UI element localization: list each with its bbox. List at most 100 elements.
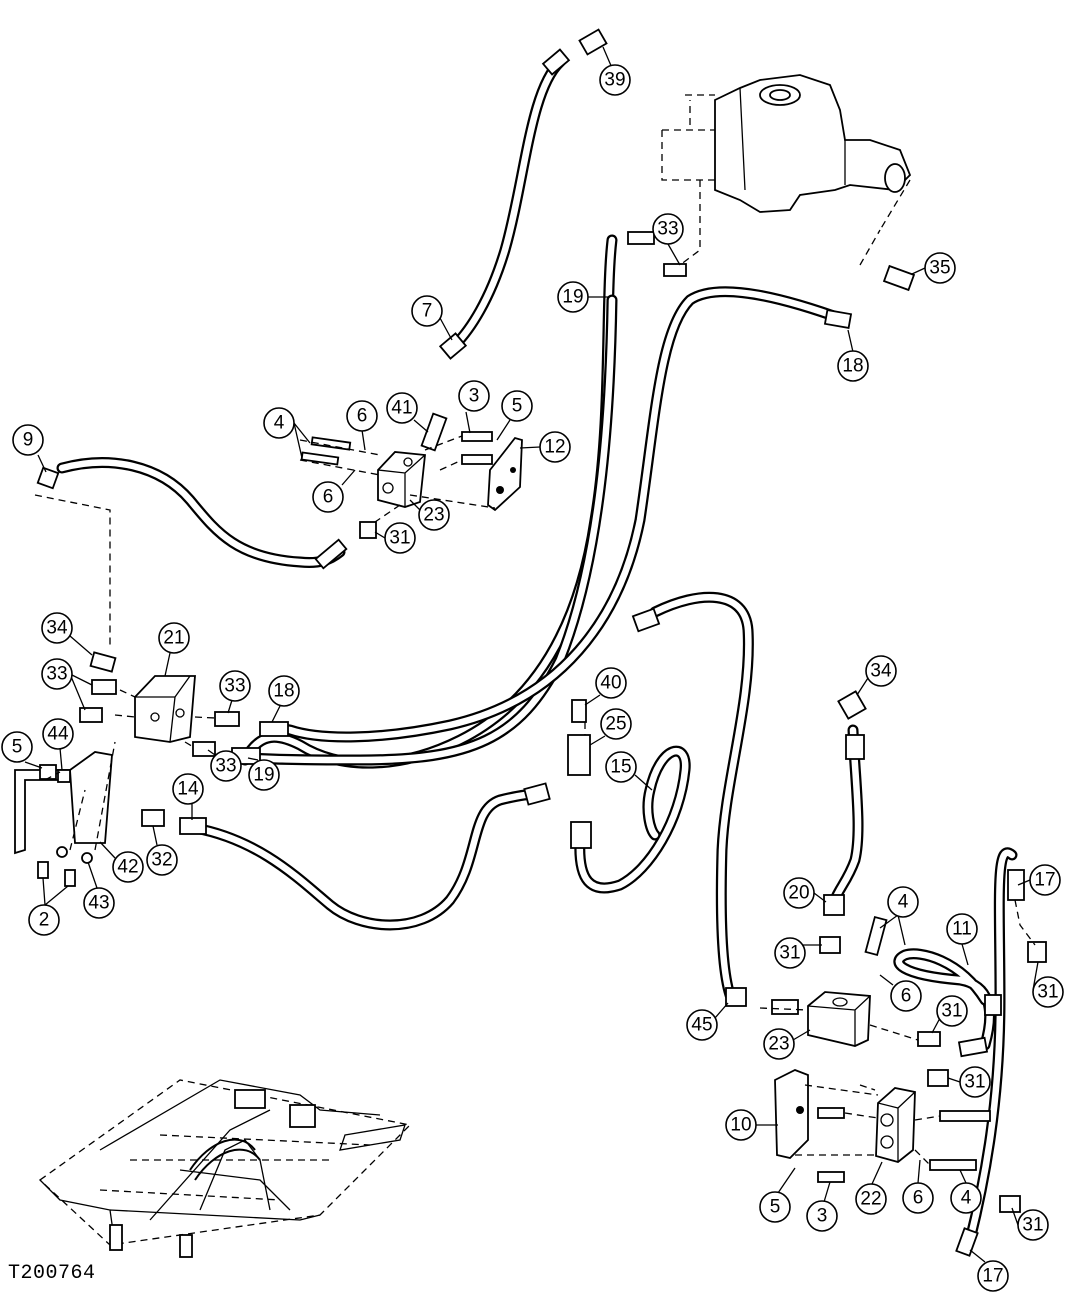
svg-text:42: 42 [117,857,138,878]
svg-text:15: 15 [610,757,631,778]
svg-text:32: 32 [151,850,172,871]
callout-15[interactable]: 15 [605,751,653,791]
callout-33d[interactable]: 33 [207,749,242,782]
callout-43[interactable]: 43 [83,861,115,919]
svg-text:34: 34 [870,661,892,682]
svg-text:11: 11 [952,919,972,940]
callout-33c[interactable]: 33 [219,670,251,714]
callout-6c[interactable]: 6 [879,974,922,1012]
callout-34b[interactable]: 34 [856,655,897,696]
svg-text:5: 5 [12,737,23,758]
callout-31d[interactable]: 31 [931,995,968,1034]
manifold-block-21 [134,675,196,743]
svg-text:35: 35 [929,258,950,279]
callout-17[interactable]: 17 [1017,864,1061,896]
callout-14[interactable]: 14 [172,773,204,820]
svg-text:31: 31 [941,1001,962,1022]
bracket-10 [774,1069,809,1159]
callout-35[interactable]: 35 [911,252,956,284]
hose-14 [189,788,544,931]
svg-text:21: 21 [163,628,184,649]
callout-5[interactable]: 5 [496,390,533,441]
svg-text:41: 41 [391,398,412,419]
svg-text:6: 6 [323,487,334,508]
callout-4b[interactable]: 4 [879,886,919,946]
svg-text:23: 23 [423,505,444,526]
svg-text:6: 6 [357,406,368,427]
callout-42[interactable]: 42 [99,841,144,883]
svg-text:44: 44 [47,724,69,745]
svg-text:23: 23 [768,1034,789,1055]
callout-31e[interactable]: 31 [947,1066,991,1098]
callout-7[interactable]: 7 [411,295,453,341]
svg-text:43: 43 [88,893,109,914]
control-valve [661,74,912,266]
svg-text:45: 45 [691,1015,712,1036]
svg-text:19: 19 [562,287,583,308]
svg-text:31: 31 [964,1072,985,1093]
callout-39[interactable]: 39 [599,46,631,96]
bracket-12 [487,436,523,512]
callout-5c[interactable]: 5 [759,1167,796,1223]
callout-6d[interactable]: 6 [902,1159,934,1214]
callout-33b[interactable]: 33 [41,658,93,711]
svg-text:18: 18 [842,356,863,377]
svg-text:12: 12 [544,437,565,458]
callout-10[interactable]: 10 [725,1109,778,1141]
callout-18[interactable]: 18 [837,329,869,382]
svg-text:33: 33 [46,664,67,685]
callout-20[interactable]: 20 [783,877,827,909]
callout-40[interactable]: 40 [584,667,627,706]
callout-21[interactable]: 21 [158,622,190,677]
callout-31b[interactable]: 31 [774,937,822,969]
callout-18b[interactable]: 18 [268,675,300,723]
callout-45[interactable]: 45 [686,1002,729,1041]
callout-25[interactable]: 25 [589,708,632,746]
valve-block-22 [875,1087,916,1163]
figure-id-label: T200764 [8,1262,96,1285]
callout-4c[interactable]: 4 [950,1169,982,1214]
callout-19[interactable]: 19 [557,281,610,313]
callout-32[interactable]: 32 [146,825,178,876]
svg-text:2: 2 [39,910,50,931]
callout-23b[interactable]: 23 [763,1028,811,1060]
callout-3[interactable]: 3 [458,380,490,434]
callout-22[interactable]: 22 [855,1161,887,1215]
callout-23[interactable]: 23 [409,499,450,531]
svg-text:25: 25 [605,714,626,735]
callout-3b[interactable]: 3 [806,1181,838,1232]
svg-text:31: 31 [1037,982,1058,1003]
callout-6b[interactable]: 6 [312,469,356,513]
callout-2[interactable]: 2 [28,877,69,936]
callout-31c[interactable]: 31 [1032,961,1064,1008]
svg-text:3: 3 [469,386,480,407]
callout-31f[interactable]: 31 [1011,1207,1049,1241]
fittings [36,28,1047,1257]
svg-text:14: 14 [177,779,199,800]
svg-text:33: 33 [657,219,678,240]
callout-11[interactable]: 11 [946,913,978,966]
valve-block-23-top [377,451,426,508]
callout-5b[interactable]: 5 [1,731,43,769]
svg-text:40: 40 [600,673,621,694]
svg-text:19: 19 [253,765,274,786]
callout-44[interactable]: 44 [42,718,74,771]
svg-text:6: 6 [913,1188,924,1209]
svg-text:4: 4 [274,413,285,434]
callout-31[interactable]: 31 [374,522,416,554]
callout-9[interactable]: 9 [12,424,47,473]
callout-12[interactable]: 12 [519,431,571,463]
callout-6[interactable]: 6 [346,400,378,451]
callout-34[interactable]: 34 [41,612,93,656]
callout-19b[interactable]: 19 [247,757,280,791]
callout-4[interactable]: 4 [263,407,311,459]
svg-text:31: 31 [389,528,410,549]
machine-frame-inset [38,1079,412,1258]
callout-17b[interactable]: 17 [969,1249,1009,1292]
svg-text:6: 6 [901,986,912,1007]
callout-41[interactable]: 41 [386,392,429,433]
callout-33[interactable]: 33 [652,213,684,266]
svg-text:5: 5 [512,396,523,417]
hose-19b [244,294,618,766]
